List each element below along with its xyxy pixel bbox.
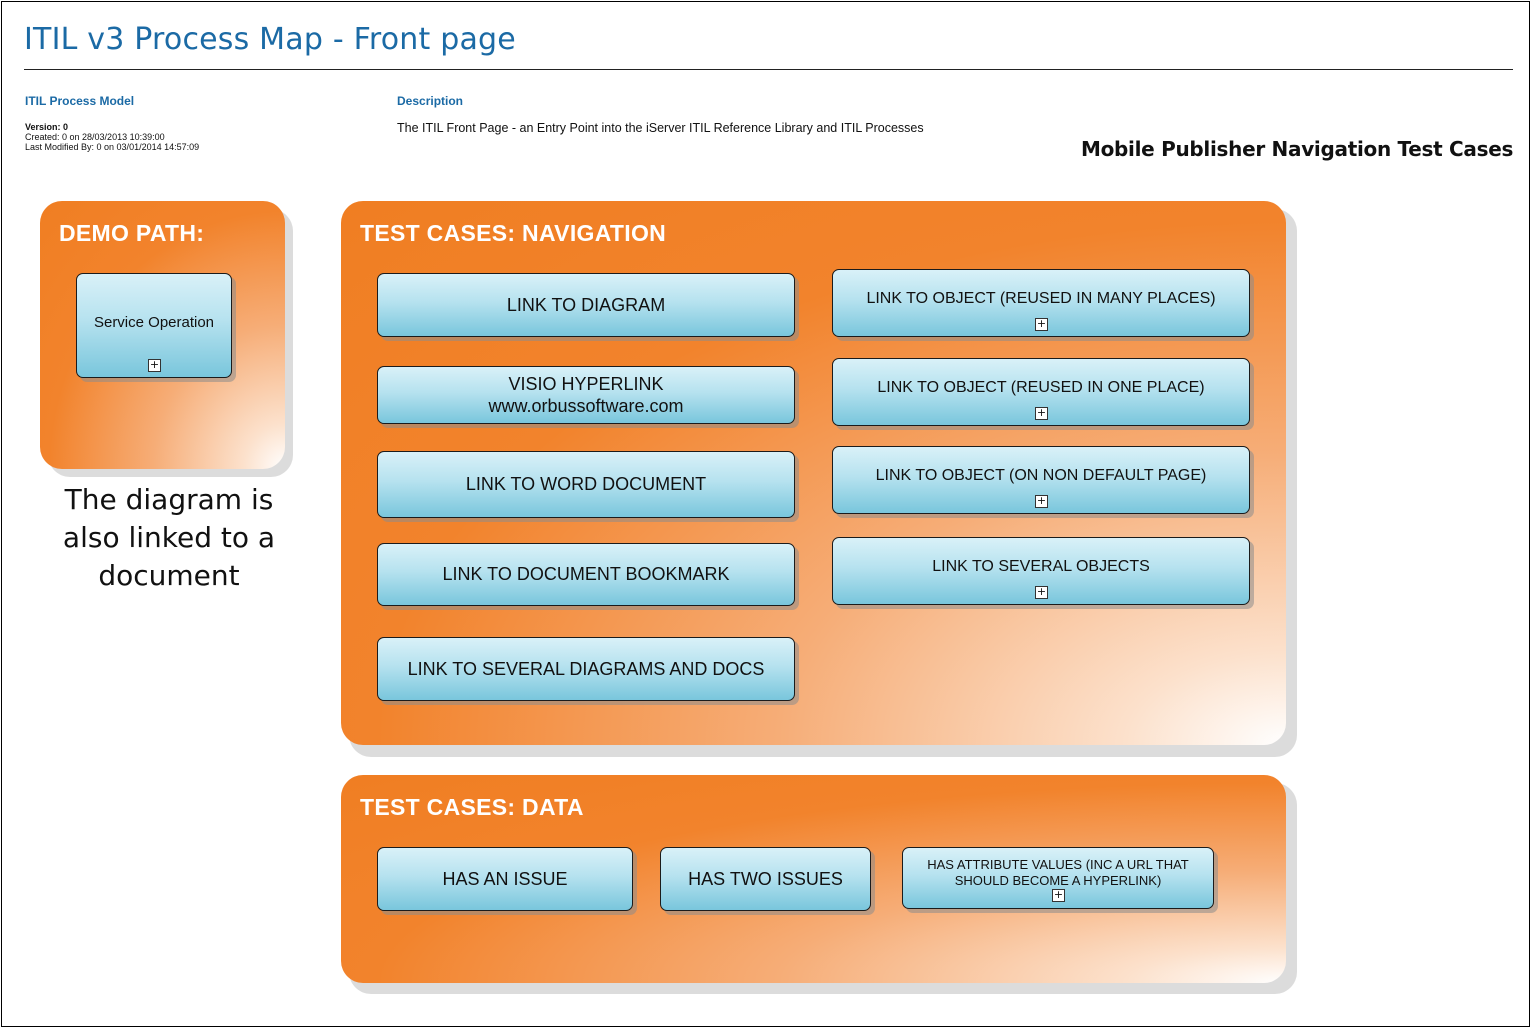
box-label: LINK TO SEVERAL DIAGRAMS AND DOCS (407, 658, 765, 679)
link-to-several-objects-box[interactable]: LINK TO SEVERAL OBJECTS + (832, 537, 1250, 605)
link-to-object-non-default-page-box[interactable]: LINK TO OBJECT (ON NON DEFAULT PAGE) + (832, 446, 1250, 514)
link-to-document-bookmark-box[interactable]: LINK TO DOCUMENT BOOKMARK (377, 543, 795, 606)
created-line: Created: 0 on 28/03/2013 10:39:00 (25, 132, 165, 142)
link-to-several-diagrams-box[interactable]: LINK TO SEVERAL DIAGRAMS AND DOCS (377, 637, 795, 701)
description-text: The ITIL Front Page - an Entry Point int… (397, 121, 924, 135)
box-label: LINK TO OBJECT (ON NON DEFAULT PAGE) (875, 467, 1207, 484)
box-label: HAS AN ISSUE (442, 868, 568, 889)
plus-box-icon[interactable]: + (1035, 585, 1048, 599)
hyperlink-url[interactable]: www.orbussoftware.com (488, 396, 684, 416)
diagram-note: The diagram is also linked to a document (62, 483, 276, 592)
demo-panel-title: DEMO PATH: (59, 220, 205, 246)
plus-box-icon[interactable]: + (1052, 888, 1065, 902)
box-label: Service Operation (93, 314, 215, 331)
title-divider (24, 69, 1513, 70)
page-subtitle: Mobile Publisher Navigation Test Cases (1081, 137, 1514, 161)
service-operation-box[interactable]: Service Operation + (76, 273, 232, 378)
plus-box-icon[interactable]: + (148, 358, 161, 372)
visio-hyperlink-box[interactable]: VISIO HYPERLINK www.orbussoftware.com (377, 366, 795, 424)
version-line: Version: 0 (25, 122, 68, 132)
plus-box-icon[interactable]: + (1035, 494, 1048, 508)
box-label: LINK TO SEVERAL OBJECTS (932, 558, 1150, 575)
version-value: 0 (63, 122, 69, 132)
plus-box-icon[interactable]: + (1035, 406, 1048, 420)
plus-box-icon[interactable]: + (1035, 317, 1048, 331)
navigation-panel-title: TEST CASES: NAVIGATION (360, 220, 667, 246)
has-an-issue-box[interactable]: HAS AN ISSUE (377, 847, 633, 911)
box-label: LINK TO WORD DOCUMENT (465, 474, 707, 494)
link-to-object-many-places-box[interactable]: LINK TO OBJECT (REUSED IN MANY PLACES) + (832, 269, 1250, 337)
link-to-word-document-box[interactable]: LINK TO WORD DOCUMENT (377, 451, 795, 518)
link-to-object-one-place-box[interactable]: LINK TO OBJECT (REUSED IN ONE PLACE) + (832, 358, 1250, 426)
link-to-diagram-box[interactable]: LINK TO DIAGRAM (377, 273, 795, 337)
has-two-issues-box[interactable]: HAS TWO ISSUES (660, 847, 871, 911)
box-label: LINK TO OBJECT (REUSED IN MANY PLACES) (866, 290, 1216, 307)
has-attribute-values-box[interactable]: HAS ATTRIBUTE VALUES (INC A URL THAT SHO… (902, 847, 1214, 909)
box-label: VISIO HYPERLINK (508, 374, 664, 394)
version-label: Version: (25, 122, 61, 132)
model-heading: ITIL Process Model (25, 94, 135, 108)
data-panel-title: TEST CASES: DATA (360, 794, 584, 820)
box-label: HAS ATTRIBUTE VALUES (INC A URL THAT SHO… (927, 857, 1189, 888)
box-label: LINK TO DIAGRAM (506, 294, 666, 315)
page-title: ITIL v3 Process Map - Front page (24, 22, 516, 57)
box-label: HAS TWO ISSUES (688, 868, 843, 889)
box-label: LINK TO OBJECT (REUSED IN ONE PLACE) (877, 379, 1205, 396)
description-heading: Description (397, 94, 464, 108)
box-label: LINK TO DOCUMENT BOOKMARK (442, 564, 730, 584)
modified-line: Last Modified By: 0 on 03/01/2014 14:57:… (25, 142, 200, 152)
